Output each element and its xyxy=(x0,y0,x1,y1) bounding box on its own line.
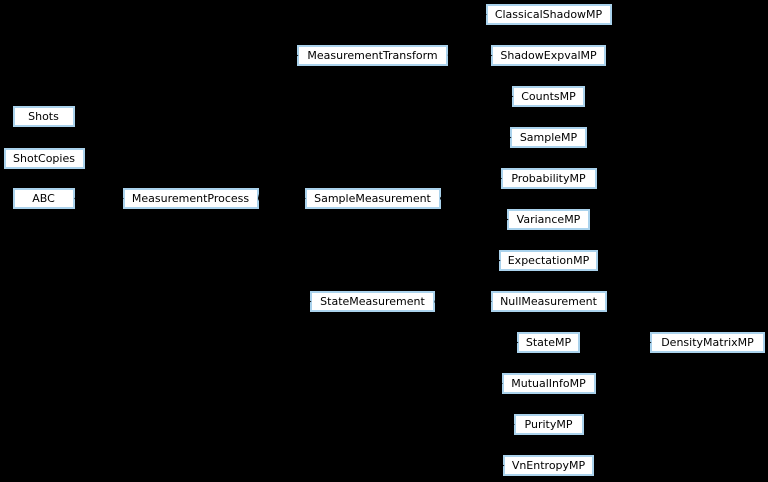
inheritance-edge-measurement_process-to-state_measurement xyxy=(257,198,307,302)
class-node-abc[interactable]: ABC xyxy=(12,188,75,209)
class-node-null_measurement[interactable]: NullMeasurement xyxy=(490,291,607,312)
inheritance-edge-state_measurement-to-expectation_mp xyxy=(434,260,495,302)
class-node-variance_mp[interactable]: VarianceMP xyxy=(507,209,590,230)
class-node-probability_mp[interactable]: ProbabilityMP xyxy=(500,168,597,189)
class-node-vn_entropy_mp[interactable]: VnEntropyMP xyxy=(503,455,594,476)
class-node-shot_copies[interactable]: ShotCopies xyxy=(3,147,85,169)
inheritance-edge-state_measurement-to-vn_entropy_mp xyxy=(434,301,500,466)
inheritance-edge-sample_measurement-to-sample_mp xyxy=(440,137,506,199)
inheritance-edge-state_measurement-to-probability_mp xyxy=(434,178,497,302)
class-node-state_measurement[interactable]: StateMeasurement xyxy=(310,291,435,312)
inheritance-edge-sample_measurement-to-expectation_mp xyxy=(440,198,495,261)
class-node-purity_mp[interactable]: PurityMP xyxy=(513,414,584,435)
inheritance-edge-sample_measurement-to-probability_mp xyxy=(440,177,497,200)
class-node-density_matrix_mp[interactable]: DensityMatrixMP xyxy=(650,332,765,353)
class-node-measurement_process[interactable]: MeasurementProcess xyxy=(122,188,259,209)
inheritance-edge-state_measurement-to-purity_mp xyxy=(434,301,510,425)
class-node-sample_measurement[interactable]: SampleMeasurement xyxy=(304,188,441,209)
inheritance-edge-measurement_transform-to-classical_shadow_mp xyxy=(447,14,482,56)
class-node-mutual_info_mp[interactable]: MutualInfoMP xyxy=(501,373,596,394)
class-node-classical_shadow_mp[interactable]: ClassicalShadowMP xyxy=(485,4,612,25)
inheritance-edge-measurement_process-to-measurement_transform xyxy=(257,55,294,199)
class-node-shots[interactable]: Shots xyxy=(12,106,75,127)
inheritance-edge-state_measurement-to-variance_mp xyxy=(434,219,503,302)
inheritance-edge-sample_measurement-to-variance_mp xyxy=(440,197,503,221)
class-node-counts_mp[interactable]: CountsMP xyxy=(512,86,585,107)
class-node-sample_mp[interactable]: SampleMP xyxy=(510,127,587,148)
inheritance-edge-sample_measurement-to-counts_mp xyxy=(439,96,509,199)
class-node-state_mp[interactable]: StateMP xyxy=(517,332,580,353)
class-node-measurement_transform[interactable]: MeasurementTransform xyxy=(297,45,448,66)
class-node-expectation_mp[interactable]: ExpectationMP xyxy=(499,250,598,271)
class-node-shadow_expval_mp[interactable]: ShadowExpvalMP xyxy=(491,45,606,66)
inheritance-edge-state_measurement-to-mutual_info_mp xyxy=(434,301,498,384)
